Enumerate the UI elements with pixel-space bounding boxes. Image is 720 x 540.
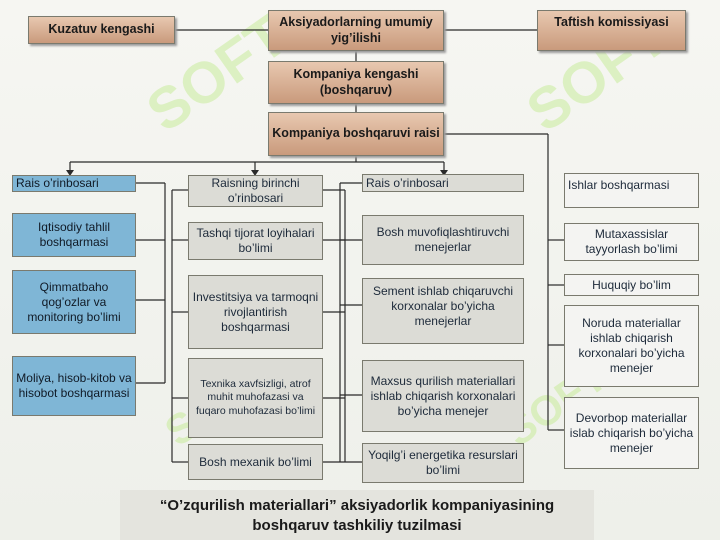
col4-item-label: Mutaxassislar tayyorlash bo’limi xyxy=(585,227,678,256)
audit-commission-box: Taftish komissiyasi xyxy=(537,10,686,51)
col4-head-label: Ishlar boshqarmasi xyxy=(568,178,670,192)
col2-first-deputy-box: Raisning birinchi o’rinbosari xyxy=(188,175,323,207)
col4-head-box: Ishlar boshqarmasi xyxy=(564,173,699,208)
company-board-box: Kompaniya kengashi (boshqaruv) xyxy=(268,61,444,104)
col3-item-box: Yoqilg’i energetika resurslari bo’limi xyxy=(362,443,524,483)
col1-deputy-label: Rais o’rinbosari xyxy=(16,176,99,190)
col1-item-box: Qimmatbaho qog’ozlar va monitoring bo’li… xyxy=(12,270,136,334)
company-board-label: Kompaniya kengashi (boshqaruv) xyxy=(293,66,419,97)
col1-item-box: Iqtisodiy tahlil boshqarmasi xyxy=(12,213,136,257)
col2-item-label: Bosh mexanik bo’limi xyxy=(199,454,312,469)
col3-deputy-box: Rais o’rinbosari xyxy=(362,174,524,192)
col3-item-label: Yoqilg’i energetika resurslari bo’limi xyxy=(368,448,518,477)
chairman-box: Kompaniya boshqaruvi raisi xyxy=(268,112,444,156)
col3-item-box: Sement ishlab chiqaruvchi korxonalar bo’… xyxy=(362,278,524,344)
col4-item-label: Noruda materiallar ishlab chiqarish korx… xyxy=(578,316,685,375)
col3-item-label: Sement ishlab chiqaruvchi korxonalar bo’… xyxy=(372,284,514,328)
shareholders-meeting-label: Aksiyadorlarning umumiy yig’ilishi xyxy=(279,14,433,45)
col2-item-label: Tashqi tijorat loyihalari bo’limi xyxy=(196,226,315,255)
col3-deputy-label: Rais o’rinbosari xyxy=(366,175,449,190)
col3-item-label: Maxsus qurilish materiallari ishlab chiq… xyxy=(370,373,516,418)
col3-item-box: Bosh muvofiqlashtiruvchi menejerlar xyxy=(362,215,524,265)
col4-item-box: Noruda materiallar ishlab chiqarish korx… xyxy=(564,305,699,387)
col4-item-label: Devorbop materiallar islab chiqarish bo’… xyxy=(569,410,694,455)
col2-item-box: Investitsiya va tarmoqni rivojlantirish … xyxy=(188,275,323,349)
col4-item-box: Devorbop materiallar islab chiqarish bo’… xyxy=(564,397,699,469)
col1-item-label: Qimmatbaho qog’ozlar va monitoring bo’li… xyxy=(27,279,121,324)
col2-item-box: Tashqi tijorat loyihalari bo’limi xyxy=(188,222,323,260)
col2-item-box: Bosh mexanik bo’limi xyxy=(188,444,323,480)
shareholders-meeting-box: Aksiyadorlarning umumiy yig’ilishi xyxy=(268,10,444,51)
col2-first-deputy-label: Raisning birinchi o’rinbosari xyxy=(211,176,300,205)
audit-commission-label: Taftish komissiyasi xyxy=(554,15,669,29)
col1-item-box: Moliya, hisob-kitob va hisobot boshqarma… xyxy=(12,356,136,416)
chairman-label: Kompaniya boshqaruvi raisi xyxy=(272,126,440,141)
col4-item-label: Huquqiy bo’lim xyxy=(592,277,671,292)
col1-deputy-box: Rais o’rinbosari xyxy=(12,175,136,192)
col3-item-box: Maxsus qurilish materiallari ishlab chiq… xyxy=(362,360,524,432)
col3-item-label: Bosh muvofiqlashtiruvchi menejerlar xyxy=(376,225,510,254)
col1-item-label: Iqtisodiy tahlil boshqarmasi xyxy=(37,220,111,249)
col2-item-label: Texnika xavfsizligi, atrof muhit muhofaz… xyxy=(195,378,316,417)
col4-item-box: Huquqiy bo’lim xyxy=(564,274,699,296)
col1-item-label: Moliya, hisob-kitob va hisobot boshqarma… xyxy=(16,371,132,400)
supervisory-board-label: Kuzatuv kengashi xyxy=(48,22,155,37)
supervisory-board-box: Kuzatuv kengashi xyxy=(28,16,175,44)
col2-item-label: Investitsiya va tarmoqni rivojlantirish … xyxy=(192,289,319,334)
col2-item-box: Texnika xavfsizligi, atrof muhit muhofaz… xyxy=(188,358,323,438)
diagram-caption: “O’zqurilish materiallari” aksiyadorlik … xyxy=(120,490,594,540)
col4-item-box: Mutaxassislar tayyorlash bo’limi xyxy=(564,223,699,261)
